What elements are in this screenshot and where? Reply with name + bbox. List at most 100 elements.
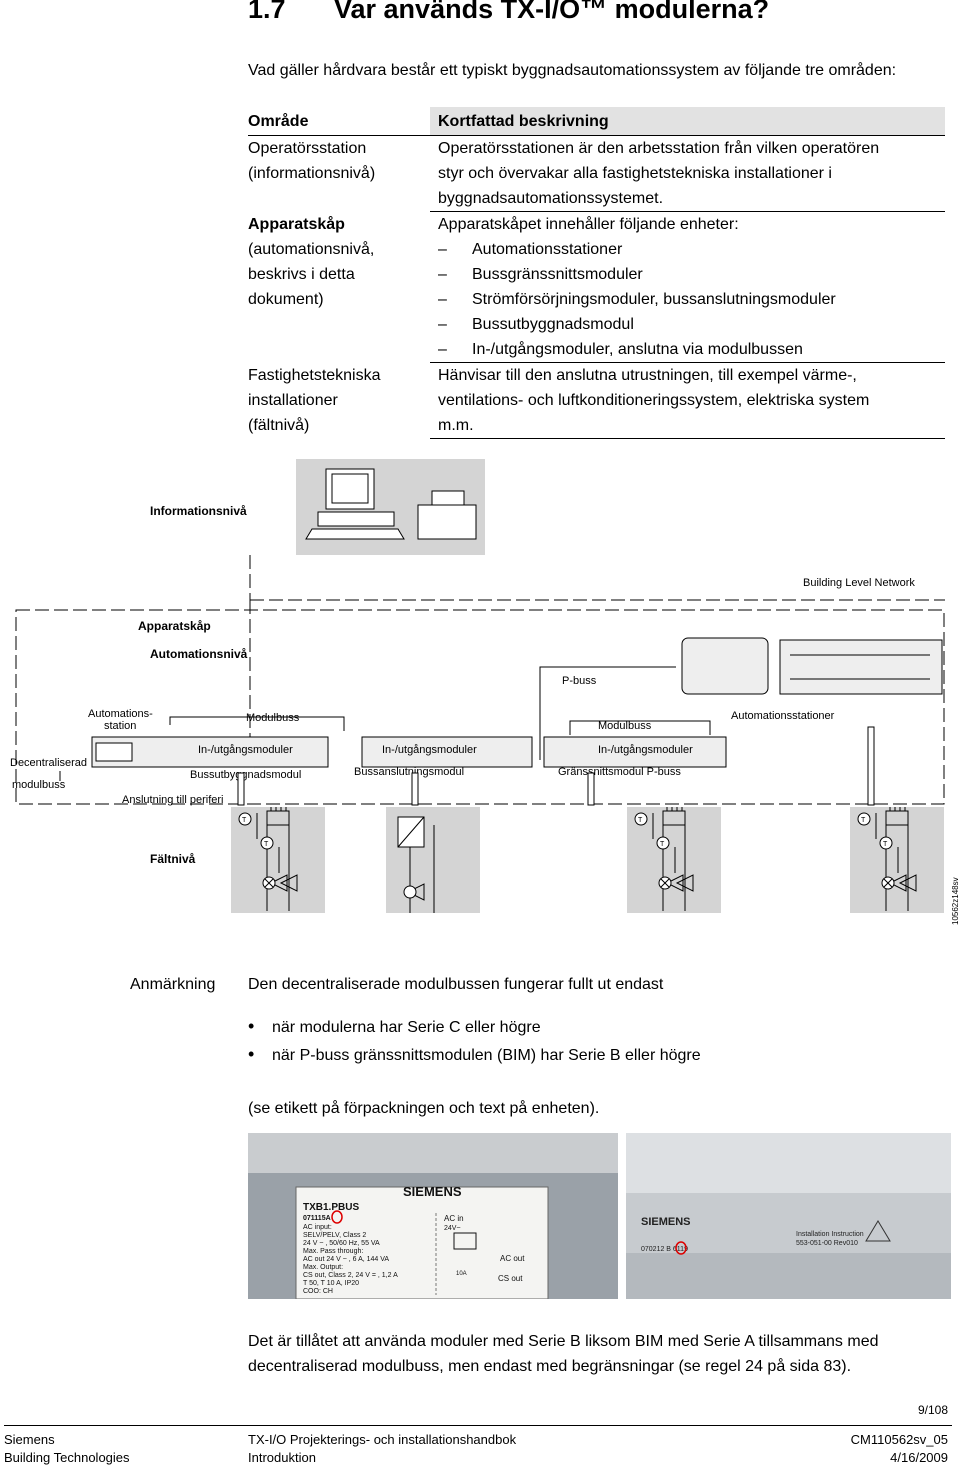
svg-text:CS out, Class 2, 24 V = , 1,2: CS out, Class 2, 24 V = , 1,2 A: [303, 1272, 398, 1279]
io-modules-label-2: In-/utgångsmoduler: [382, 744, 477, 756]
decentral-label-1: Decentraliserad: [10, 757, 87, 769]
note-paren: (se etikett på förpackningen och text på…: [248, 1100, 600, 1117]
intro-text: Vad gäller hårdvara består ett typiskt b…: [248, 62, 897, 79]
bus-extension-label: Bussutbyggnadsmodul: [190, 769, 301, 781]
left-brand: SIEMENS: [403, 1184, 462, 1199]
right-brand: SIEMENS: [641, 1216, 691, 1228]
automation-station-label-1: Automations-: [88, 708, 153, 720]
automation-stations-label: Automationsstationer: [731, 710, 835, 722]
field-device-4: [849, 806, 945, 914]
drawing-id: 10562z148sv: [951, 877, 960, 925]
desc-line: Hänvisar till den anslutna utrustningen,…: [438, 367, 857, 384]
svg-text:24V~: 24V~: [444, 1225, 461, 1232]
desc-line: ventilations- och luftkonditioneringssys…: [438, 392, 870, 409]
page-heading: 1.7 Var används TX-I/O™ modulerna?: [248, 0, 769, 25]
footer-doc-id: CM110562sv_05: [850, 1432, 948, 1447]
footer-company: Siemens: [4, 1432, 55, 1447]
areas-table: Område Kortfattad beskrivning Operatörss…: [248, 107, 945, 439]
module-group-right: [543, 736, 727, 768]
area-line: (fältnivå): [248, 416, 310, 434]
area-line: installationer: [248, 391, 338, 409]
desc-line: Apparatskåpet innehåller följande enhete…: [438, 216, 739, 233]
module-group-left: [91, 736, 329, 768]
field-device-3: [626, 806, 722, 914]
col-header-area: Område: [248, 113, 309, 130]
svg-text:CS out: CS out: [498, 1274, 523, 1283]
automation-stations-icon: [681, 637, 943, 695]
note-label: Anmärkning: [130, 976, 216, 993]
footer-divider: [4, 1425, 952, 1426]
page-number: 9/108: [917, 1403, 948, 1417]
svg-text:AC input:: AC input:: [303, 1224, 332, 1231]
field-device-1: [230, 806, 326, 914]
area-cell: Apparatskåp (automationsnivå, beskrivs i…: [248, 212, 430, 363]
area-line: (automationsnivå,: [248, 240, 375, 258]
module-group-middle: [361, 736, 533, 768]
pbus-label: P-buss: [562, 675, 597, 687]
description-cell: Hänvisar till den anslutna utrustningen,…: [430, 362, 945, 439]
desc-line: Operatörsstationen är den arbetsstation …: [438, 140, 880, 157]
note-text: Den decentraliserade modulbussen fungera…: [248, 976, 664, 993]
list-item: Strömförsörjningsmoduler, bussanslutning…: [438, 287, 945, 312]
note-bullets: när modulerna har Serie C eller högre nä…: [248, 1013, 701, 1069]
svg-text:AC in: AC in: [444, 1214, 464, 1223]
area-line: beskrivs i detta: [248, 265, 355, 283]
svg-text:COO: CH: COO: CH: [303, 1288, 333, 1295]
svg-text:SELV/PELV, Class 2: SELV/PELV, Class 2: [303, 1232, 366, 1239]
decentral-label-2: modulbuss: [12, 779, 66, 791]
right-serial: 070212 B 6119: [641, 1246, 688, 1253]
footer-division: Building Technologies: [4, 1450, 130, 1465]
left-serial: 071115A: [303, 1215, 331, 1222]
interface-pbus-label: Gränssnittsmodul P-buss: [558, 766, 681, 778]
computer-icon: [305, 468, 405, 540]
svg-text:24 V ~ , 50/60 Hz, 55 VA: 24 V ~ , 50/60 Hz, 55 VA: [303, 1240, 380, 1247]
list-item: när P-buss gränssnittsmodulen (BIM) har …: [248, 1041, 701, 1069]
section-title: Var används TX-I/O™ modulerna?: [334, 0, 770, 24]
network-label: Building Level Network: [803, 577, 915, 589]
field-device-2: [386, 807, 480, 913]
col-header-description: Kortfattad beskrivning: [430, 107, 945, 136]
io-modules-label-1: In-/utgångsmoduler: [198, 744, 293, 756]
footer-date: 4/16/2009: [890, 1450, 948, 1465]
periphery-label: Anslutning till periferi: [122, 794, 224, 806]
area-line: (informationsnivå): [248, 165, 376, 182]
description-cell: Operatörsstationen är den arbetsstation …: [430, 135, 945, 212]
svg-text:Installation Instruction: Installation Instruction: [796, 1231, 864, 1238]
table-row: Fastighetstekniska installationer (fältn…: [248, 362, 945, 439]
automation-station-label-2: station: [104, 720, 136, 732]
section-number: 1.7: [248, 0, 286, 24]
desc-line: styr och övervakar alla fastighetsteknis…: [438, 165, 832, 182]
system-diagram: T T Informationsnivå Building Level Net: [10, 459, 960, 925]
list-item: In-/utgångsmoduler, anslutna via modulbu…: [438, 337, 945, 362]
closing-paragraph: Det är tillåtet att använda moduler med …: [248, 1333, 879, 1375]
table-row: Apparatskåp (automationsnivå, beskrivs i…: [248, 211, 945, 363]
info-level-label: Informationsnivå: [150, 504, 247, 518]
footer-chapter: Introduktion: [248, 1450, 316, 1465]
list-item: Bussgränssnittsmoduler: [438, 262, 945, 287]
svg-text:Max. Pass through:: Max. Pass through:: [303, 1248, 363, 1255]
automation-level-label: Automationsnivå: [150, 647, 248, 661]
area-line: Fastighetstekniska: [248, 366, 381, 384]
svg-text:AC out: AC out: [500, 1254, 525, 1263]
cabinet-frame: [15, 609, 945, 805]
area-line: dokument): [248, 290, 324, 308]
desc-line: m.m.: [438, 417, 474, 434]
table-header-row: Område Kortfattad beskrivning: [248, 107, 945, 136]
area-cell: Fastighetstekniska installationer (fältn…: [248, 363, 430, 439]
svg-text:553-051-00 Rev010: 553-051-00 Rev010: [796, 1240, 858, 1247]
field-level-label: Fältnivå: [150, 852, 196, 866]
footer-doc-title: TX-I/O Projekterings- och installationsh…: [248, 1432, 517, 1447]
list-item: Bussutbyggnadsmodul: [438, 312, 945, 337]
svg-text:T 50, T 10 A, IP20: T 50, T 10 A, IP20: [303, 1280, 359, 1287]
desc-line: byggnadsautomationssystemet.: [438, 190, 664, 207]
svg-text:AC out 24 V ~ , 6 A, 144 VA: AC out 24 V ~ , 6 A, 144 VA: [303, 1256, 389, 1263]
product-label-photo: SIEMENS TXB1.PBUS 071115A AC input: SELV…: [248, 1133, 951, 1299]
area-line: Operatörsstation: [248, 140, 367, 157]
svg-text:Max. Output:: Max. Output:: [303, 1264, 343, 1271]
cabinet-label: Apparatskåp: [138, 619, 211, 633]
area-line: Apparatskåp: [248, 215, 345, 233]
bus-connection-label: Bussanslutningsmodul: [354, 766, 464, 778]
table-row: Operatörsstation (informationsnivå) Oper…: [248, 135, 945, 212]
description-cell: Apparatskåpet innehåller följande enhete…: [430, 211, 945, 363]
svg-text:10A: 10A: [456, 1271, 467, 1277]
